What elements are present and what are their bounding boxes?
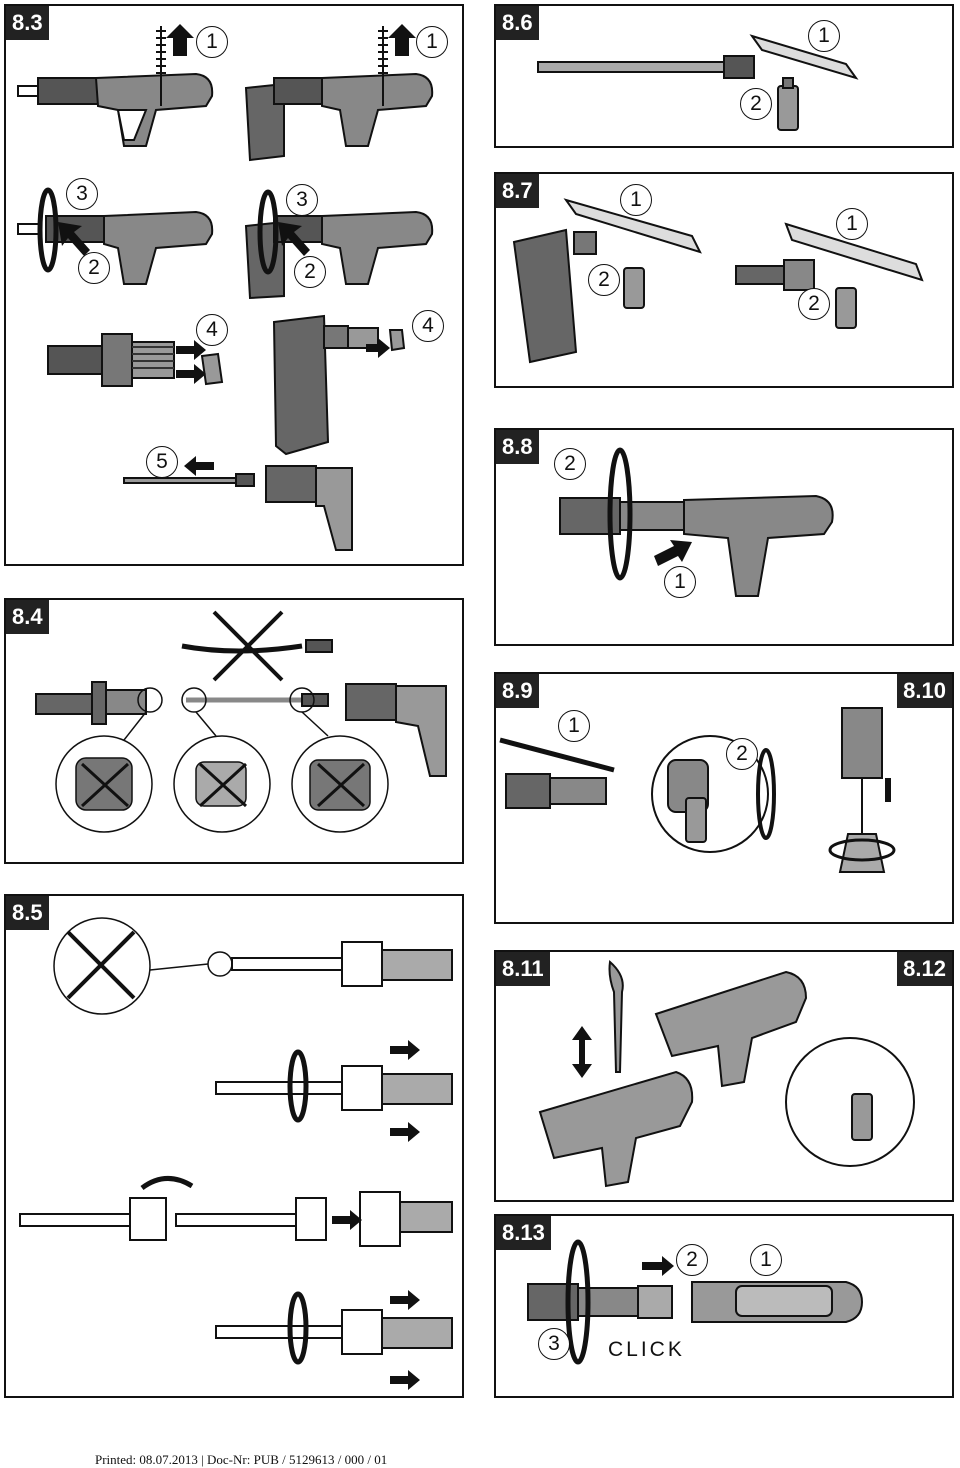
callout-3: 3 (286, 184, 318, 216)
spring-icon (156, 26, 166, 106)
callout-2: 2 (588, 264, 620, 296)
tool-illustration (35, 639, 447, 777)
section-8-8: 8.8 2 1 (494, 428, 954, 646)
section-label: 8.8 (496, 430, 539, 464)
section-label: 8.5 (6, 896, 49, 930)
spray-can-icon (777, 77, 799, 131)
arrow-icon (58, 222, 90, 256)
tool-illustration (244, 72, 434, 162)
section-8-4: 8.4 (4, 598, 464, 864)
arrow-icon (642, 1256, 674, 1276)
detail-circles (55, 687, 389, 833)
illustration-8-13 (527, 1239, 864, 1365)
callout-1: 1 (620, 184, 652, 216)
illustration-8-8 (559, 447, 834, 597)
illustration-8-9 (499, 707, 896, 873)
callout-3: 3 (538, 1328, 570, 1360)
rotate-icon (37, 187, 279, 275)
section-8-9: 8.9 8.10 1 2 (494, 672, 954, 924)
callout-4: 4 (412, 310, 444, 342)
tool-illustration (123, 465, 353, 551)
rotate-icon (607, 447, 633, 581)
section-8-13: 8.13 2 1 3 CLICK (494, 1214, 954, 1398)
callout-3: 3 (66, 178, 98, 210)
illustration-8-5 (19, 917, 453, 1390)
arrow-icon (332, 1040, 420, 1390)
callout-2: 2 (798, 288, 830, 320)
arrow-icon (184, 456, 214, 476)
illustration-8-3 (17, 24, 434, 551)
illustration-8-6 (537, 34, 859, 131)
section-label: 8.10 (897, 674, 952, 708)
arrow-icon (166, 24, 194, 56)
tool-illustration (17, 210, 434, 300)
spray-can-icon (623, 267, 857, 329)
arrow-icon (388, 24, 416, 56)
rotate-icon (140, 1049, 309, 1365)
tool-illustration (512, 198, 924, 364)
callout-2: 2 (676, 1244, 708, 1276)
click-sound-label: CLICK (608, 1338, 685, 1361)
section-label: 8.4 (6, 600, 49, 634)
callout-1: 1 (750, 1244, 782, 1276)
callout-2: 2 (554, 448, 586, 480)
print-footer: Printed: 08.07.2013 | Doc-Nr: PUB / 5129… (95, 1452, 388, 1467)
section-8-7: 8.7 1 1 2 2 (494, 172, 954, 388)
section-label: 8.9 (496, 674, 539, 708)
callout-2: 2 (294, 256, 326, 288)
callout-1: 1 (836, 208, 868, 240)
tool-illustration (527, 1281, 864, 1323)
cross-out-icon (66, 930, 136, 1000)
callout-4: 4 (196, 314, 228, 346)
section-label: 8.7 (496, 174, 539, 208)
tool-illustration (537, 34, 859, 80)
illustration-8-4 (35, 610, 447, 833)
section-label: 8.13 (496, 1216, 551, 1250)
section-8-11: 8.11 8.12 (494, 950, 954, 1202)
section-label: 8.11 (496, 952, 550, 986)
section-label: 8.3 (6, 6, 49, 40)
illustration-8-11 (538, 960, 915, 1188)
tool-illustration (559, 494, 834, 597)
callout-2: 2 (78, 252, 110, 284)
callout-1: 1 (196, 26, 228, 58)
cross-out-icon (80, 762, 366, 808)
arrow-icon (654, 540, 692, 566)
tool-illustration (19, 941, 453, 1355)
callout-2: 2 (726, 738, 758, 770)
arrow-icon (176, 364, 206, 384)
illustration-8-7 (512, 198, 924, 364)
tool-illustration (47, 314, 406, 456)
callout-1: 1 (664, 566, 696, 598)
arrow-icon (572, 1026, 592, 1078)
callout-1: 1 (808, 20, 840, 52)
section-8-5: 8.5 (4, 894, 464, 1398)
section-8-3: 8.3 (4, 4, 464, 566)
callout-5: 5 (146, 446, 178, 478)
cross-out-icon (212, 610, 284, 682)
arrow-icon (176, 340, 206, 360)
section-label: 8.6 (496, 6, 539, 40)
spring-icon (378, 26, 388, 106)
rotate-icon (565, 1239, 591, 1365)
callout-1: 1 (416, 26, 448, 58)
section-8-6: 8.6 1 2 (494, 4, 954, 148)
arrow-icon (366, 338, 390, 358)
tool-illustration (538, 960, 915, 1188)
tool-illustration (17, 72, 214, 147)
arrow-icon (278, 222, 310, 256)
section-label: 8.12 (897, 952, 952, 986)
callout-1: 1 (558, 710, 590, 742)
callout-2: 2 (740, 88, 772, 120)
